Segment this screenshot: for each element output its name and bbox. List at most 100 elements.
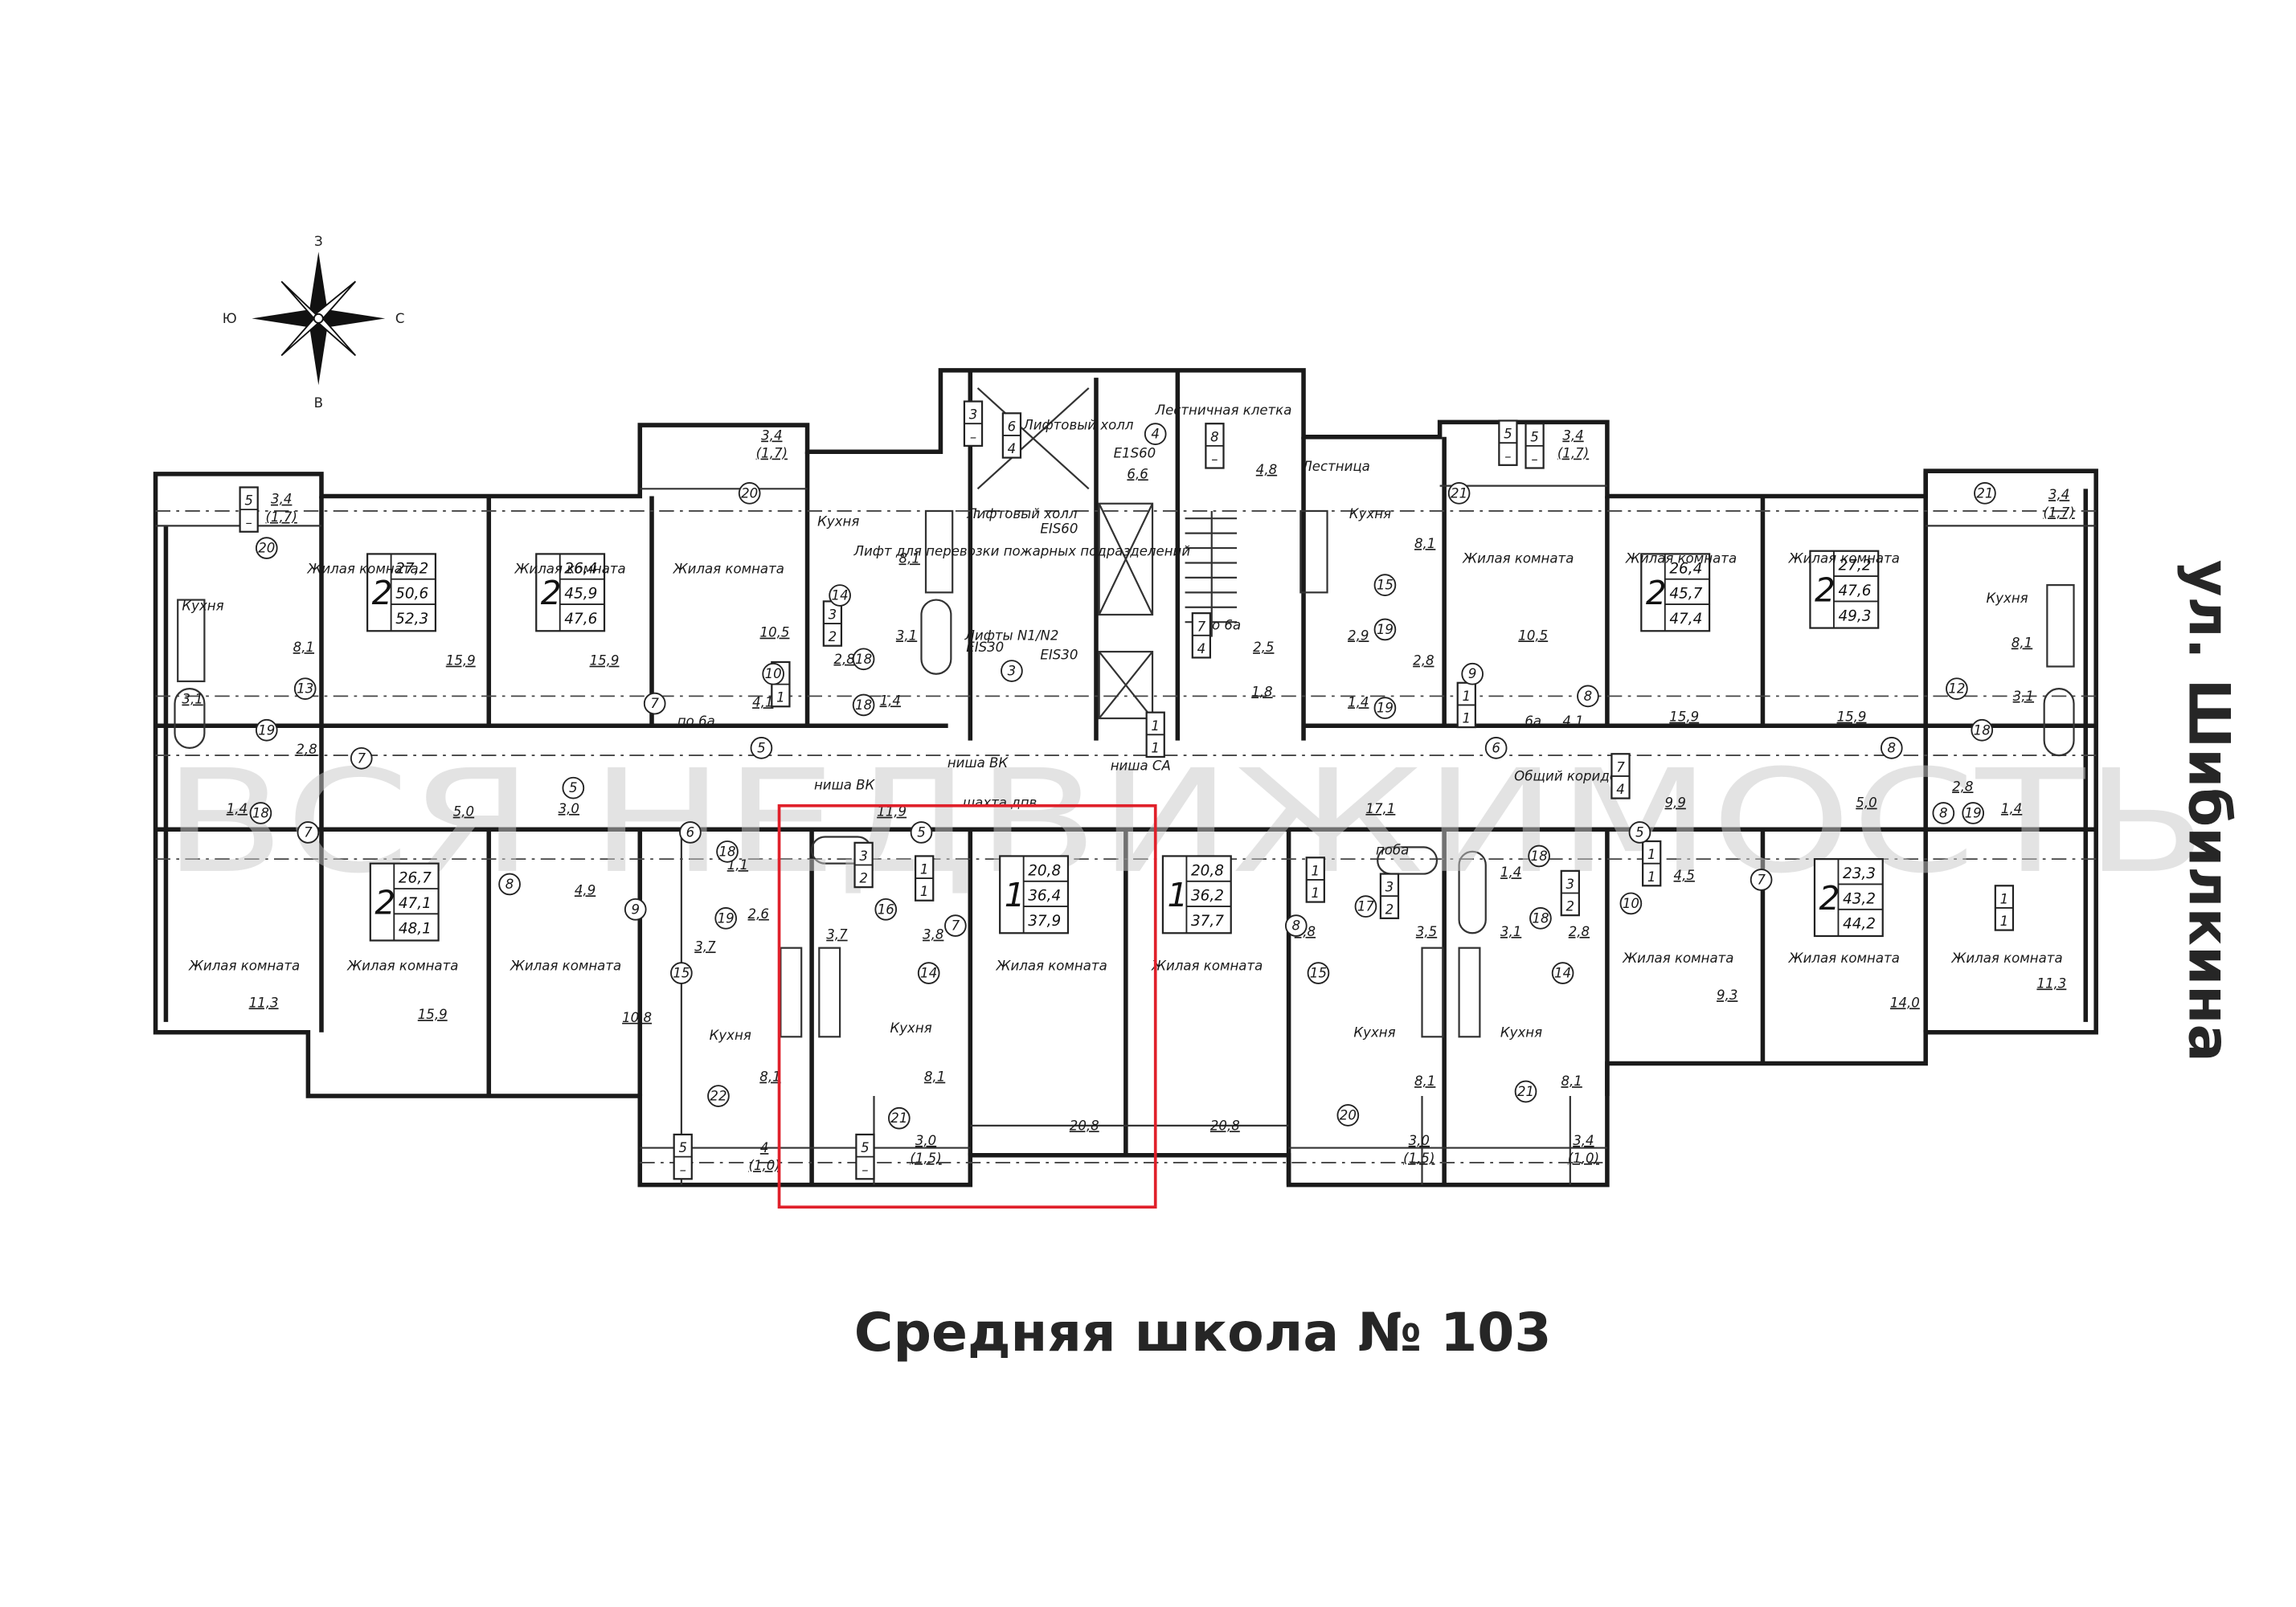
door-mark: 8 (1880, 737, 1903, 759)
room-name-label: EIS60 (1040, 521, 1078, 537)
apartment-total-area: 47,6 (1838, 583, 1871, 599)
compass-rose-icon: З Ю С В (223, 234, 405, 411)
door-mark-number: 18 (718, 844, 735, 859)
room-name-label: Лифты N1/N2 (964, 628, 1058, 643)
school-label: Средняя школа № 103 (854, 1301, 1552, 1364)
door-mark: 8 (1284, 914, 1308, 937)
room-name-label: по 6а (1203, 617, 1241, 632)
room-area-value: 2,9 (1348, 628, 1369, 643)
door-mark: 5 (1628, 821, 1651, 844)
door-mark-number: 4 (1151, 427, 1160, 442)
room-area-value: 6,6 (1127, 466, 1148, 481)
fraction-top: 5 (678, 1140, 687, 1155)
room-area-value: 2,5 (1253, 640, 1274, 655)
door-mark: 13 (293, 677, 317, 700)
door-mark-number: 19 (1377, 622, 1394, 637)
door-mark: 18 (1528, 844, 1550, 868)
room-area-value: 15,9 (1837, 709, 1867, 725)
door-mark: 20 (738, 482, 761, 505)
room-area-value: 4,5 (1674, 868, 1695, 883)
apartment-total-with-loggia-area: 47,4 (1669, 611, 1702, 628)
room-name-label: шахта дпв (963, 795, 1037, 811)
door-mark: 5 (562, 776, 585, 799)
door-mark-number: 18 (1531, 848, 1548, 864)
room-name-label: Жилая комната (307, 561, 419, 576)
fraction-box: 5– (1498, 419, 1518, 466)
door-mark-number: 5 (917, 824, 926, 840)
room-name-label: ниша ВК (814, 777, 876, 792)
fraction-box: 3– (963, 400, 984, 447)
room-area-value: 10,8 (622, 1010, 652, 1025)
door-mark: 14 (917, 962, 940, 984)
door-mark: 15 (1373, 574, 1397, 596)
room-area-value: (1,7) (1557, 446, 1589, 461)
door-mark-number: 7 (357, 750, 366, 766)
room-area-value: 3,0 (559, 801, 579, 816)
room-area-value: 4,1 (1562, 714, 1583, 729)
fraction-top: 1 (2000, 891, 2009, 906)
door-mark: 18 (852, 648, 875, 671)
selected-apartment-highlight (777, 804, 1157, 1209)
apartment-info-box: 227,250,652,3 (366, 553, 437, 632)
room-area-value: 20,8 (1210, 1118, 1240, 1133)
room-area-value: 8,1 (1561, 1073, 1582, 1089)
fraction-bottom: 1 (1151, 740, 1160, 755)
door-mark: 9 (1461, 662, 1484, 685)
room-area-value: 1,4 (1348, 694, 1369, 709)
door-mark: 21 (888, 1106, 911, 1130)
fraction-box: 5– (1525, 423, 1545, 469)
door-mark: 14 (1551, 962, 1574, 984)
door-mark: 20 (255, 537, 278, 559)
fraction-bottom: – (1504, 448, 1511, 464)
apartment-living-area: 27,2 (395, 560, 428, 577)
fraction-box: 11 (1642, 840, 1662, 887)
door-mark-number: 18 (855, 652, 872, 667)
apartment-room-count: 2 (374, 883, 395, 922)
room-name-label: по 6а (677, 714, 715, 729)
door-mark: 4 (1144, 423, 1167, 445)
room-area-value: (1,7) (756, 446, 788, 461)
room-area-value: 3,1 (896, 628, 917, 643)
room-area-value: 1,8 (1251, 684, 1272, 699)
door-mark: 8 (498, 873, 521, 896)
apartment-info-box: 227,247,649,3 (1809, 550, 1880, 629)
door-mark-number: 14 (1554, 966, 1571, 981)
fraction-bottom: – (1211, 452, 1218, 467)
room-area-value: (1,5) (910, 1151, 941, 1166)
door-mark: 7 (350, 746, 373, 770)
room-area-value: 2,8 (833, 652, 854, 667)
door-mark: 21 (1447, 482, 1471, 505)
door-mark-number: 14 (920, 966, 937, 981)
fraction-bottom: 1 (776, 690, 785, 705)
room-area-value: 3,0 (1409, 1133, 1430, 1148)
room-area-value: 5,0 (453, 804, 474, 820)
room-name-label: EIS30 (966, 640, 1004, 655)
apartment-living-area: 26,4 (564, 560, 597, 577)
door-mark: 15 (670, 962, 693, 984)
fraction-box: 11 (1456, 681, 1476, 729)
compass-west-label: З (314, 234, 323, 249)
apartment-living-area: 20,8 (1028, 862, 1061, 879)
fraction-bottom: 4 (1616, 782, 1625, 797)
apartment-total-area: 36,4 (1028, 888, 1061, 905)
room-area-value: 11,3 (2036, 975, 2066, 991)
door-mark: 21 (1514, 1080, 1537, 1103)
fraction-top: 7 (1616, 759, 1625, 775)
room-area-value: 8,1 (899, 550, 920, 566)
door-mark: 19 (1962, 802, 1985, 824)
room-area-value: 2,8 (1569, 924, 1590, 939)
apartment-total-area: 45,7 (1669, 586, 1702, 603)
fraction-bottom: 1 (1312, 885, 1320, 901)
door-mark: 7 (944, 914, 967, 937)
door-mark-number: 3 (1008, 664, 1017, 679)
door-mark-number: 8 (1888, 740, 1897, 755)
apartment-total-with-loggia-area: 49,3 (1838, 607, 1871, 624)
door-mark: 15 (1307, 962, 1330, 984)
fraction-box: 74 (1191, 612, 1212, 659)
room-area-value: 2,8 (296, 742, 317, 757)
apartment-total-area: 43,2 (1843, 890, 1876, 907)
door-mark-number: 17 (1357, 899, 1375, 914)
apartment-info-box: 226,445,747,4 (1640, 553, 1711, 632)
fraction-top: 5 (244, 493, 253, 509)
door-mark-number: 21 (1451, 485, 1467, 501)
